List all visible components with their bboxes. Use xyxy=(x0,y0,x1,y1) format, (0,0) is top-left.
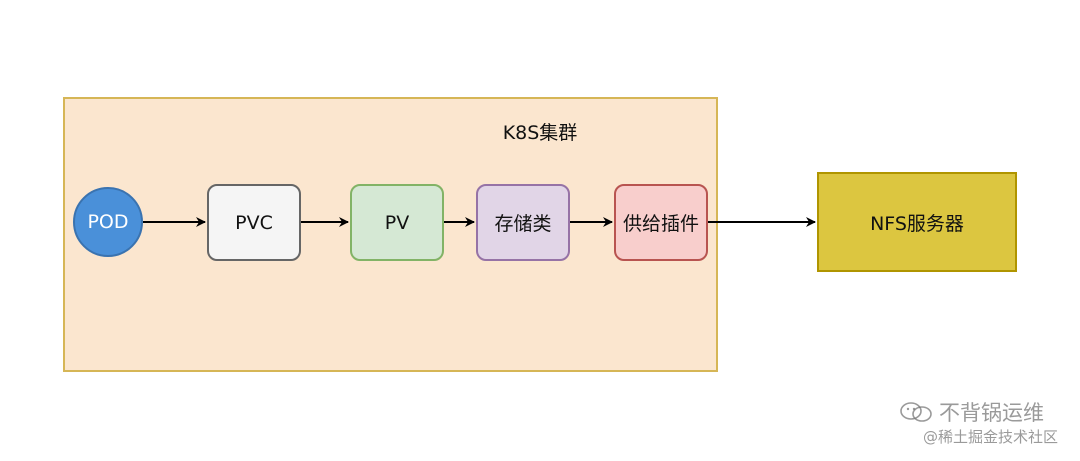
cluster-title: K8S集群 xyxy=(502,122,578,144)
watermark-account: 不背锅运维 xyxy=(899,397,1044,427)
wechat-icon xyxy=(900,402,932,422)
watermark-community: @稀土掘金技术社区 xyxy=(922,428,1058,446)
nfs-server-node: NFS服务器 xyxy=(817,172,1017,272)
provisioner-plugin-node: 供给插件 xyxy=(614,184,708,261)
pvc-node: PVC xyxy=(207,184,301,261)
pod-node: POD xyxy=(73,187,143,257)
storage-class-node: 存储类 xyxy=(476,184,570,261)
watermark-account-text: 不背锅运维 xyxy=(939,401,1044,425)
pv-node: PV xyxy=(350,184,444,261)
